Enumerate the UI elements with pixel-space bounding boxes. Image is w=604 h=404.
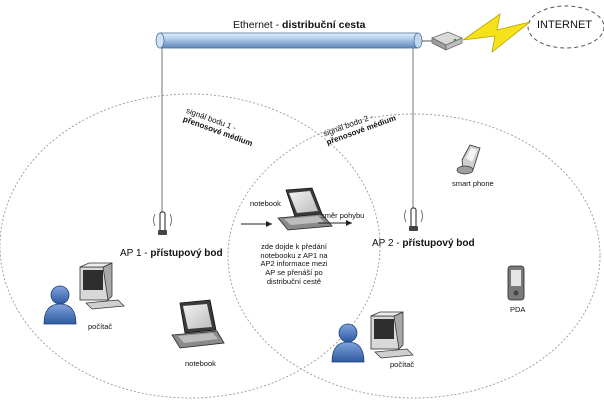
handover-note-line: AP2 informace mezi xyxy=(260,259,328,269)
ap1-label-bold: přístupový bod xyxy=(150,248,223,259)
notebook2-label: notebook xyxy=(185,359,216,368)
ap2-label-prefix: AP 2 - xyxy=(372,238,403,249)
ap1-label-prefix: AP 1 - xyxy=(120,248,151,259)
handover-note: zde dojde k předání notebooku z AP1 na A… xyxy=(252,242,336,286)
pc2-label: počítač xyxy=(390,360,415,369)
pda-icon xyxy=(507,265,525,301)
ethernet-backbone xyxy=(155,32,432,49)
backbone-label-bold: distribuční cesta xyxy=(282,19,366,31)
lightning-icon xyxy=(462,13,531,53)
ap2-coverage-area xyxy=(227,113,601,399)
user1-icon xyxy=(43,285,77,325)
notebook2-icon xyxy=(171,299,225,349)
ap2-antenna-icon xyxy=(404,207,423,231)
direction-label: směr pohybu xyxy=(321,211,365,220)
handover-note-line: AP se přenáší po xyxy=(265,267,323,277)
backbone-label: Ethernet - distribuční cesta xyxy=(233,19,365,31)
ap2-label: AP 2 - přístupový bod xyxy=(372,238,475,250)
user2-icon xyxy=(331,323,365,363)
ap1-antenna-icon xyxy=(153,211,172,235)
router-icon xyxy=(431,31,463,51)
roaming-notebook-label: notebook xyxy=(250,199,281,208)
internet-label: INTERNET xyxy=(537,19,592,31)
pc1-icon xyxy=(79,262,125,310)
handover-note-line: zde dojde k předání xyxy=(261,242,327,251)
ap1-label: AP 1 - přístupový bod xyxy=(120,248,223,260)
roaming-notebook-icon xyxy=(277,187,333,231)
handover-note-line: notebooku z AP1 na xyxy=(260,250,328,260)
smartphone-icon xyxy=(456,144,481,175)
handover-note-line: distribuční cestě xyxy=(266,276,322,286)
ap1-coverage-area xyxy=(0,93,381,399)
pda-label: PDA xyxy=(510,305,526,314)
internet-cloud xyxy=(527,5,604,49)
pc1-label: počítač xyxy=(88,322,113,331)
pc2-icon xyxy=(370,311,414,359)
ap2-label-bold: přístupový bod xyxy=(402,238,475,249)
backbone-label-prefix: Ethernet - xyxy=(233,19,283,31)
smartphone-label: smart phone xyxy=(452,179,494,188)
